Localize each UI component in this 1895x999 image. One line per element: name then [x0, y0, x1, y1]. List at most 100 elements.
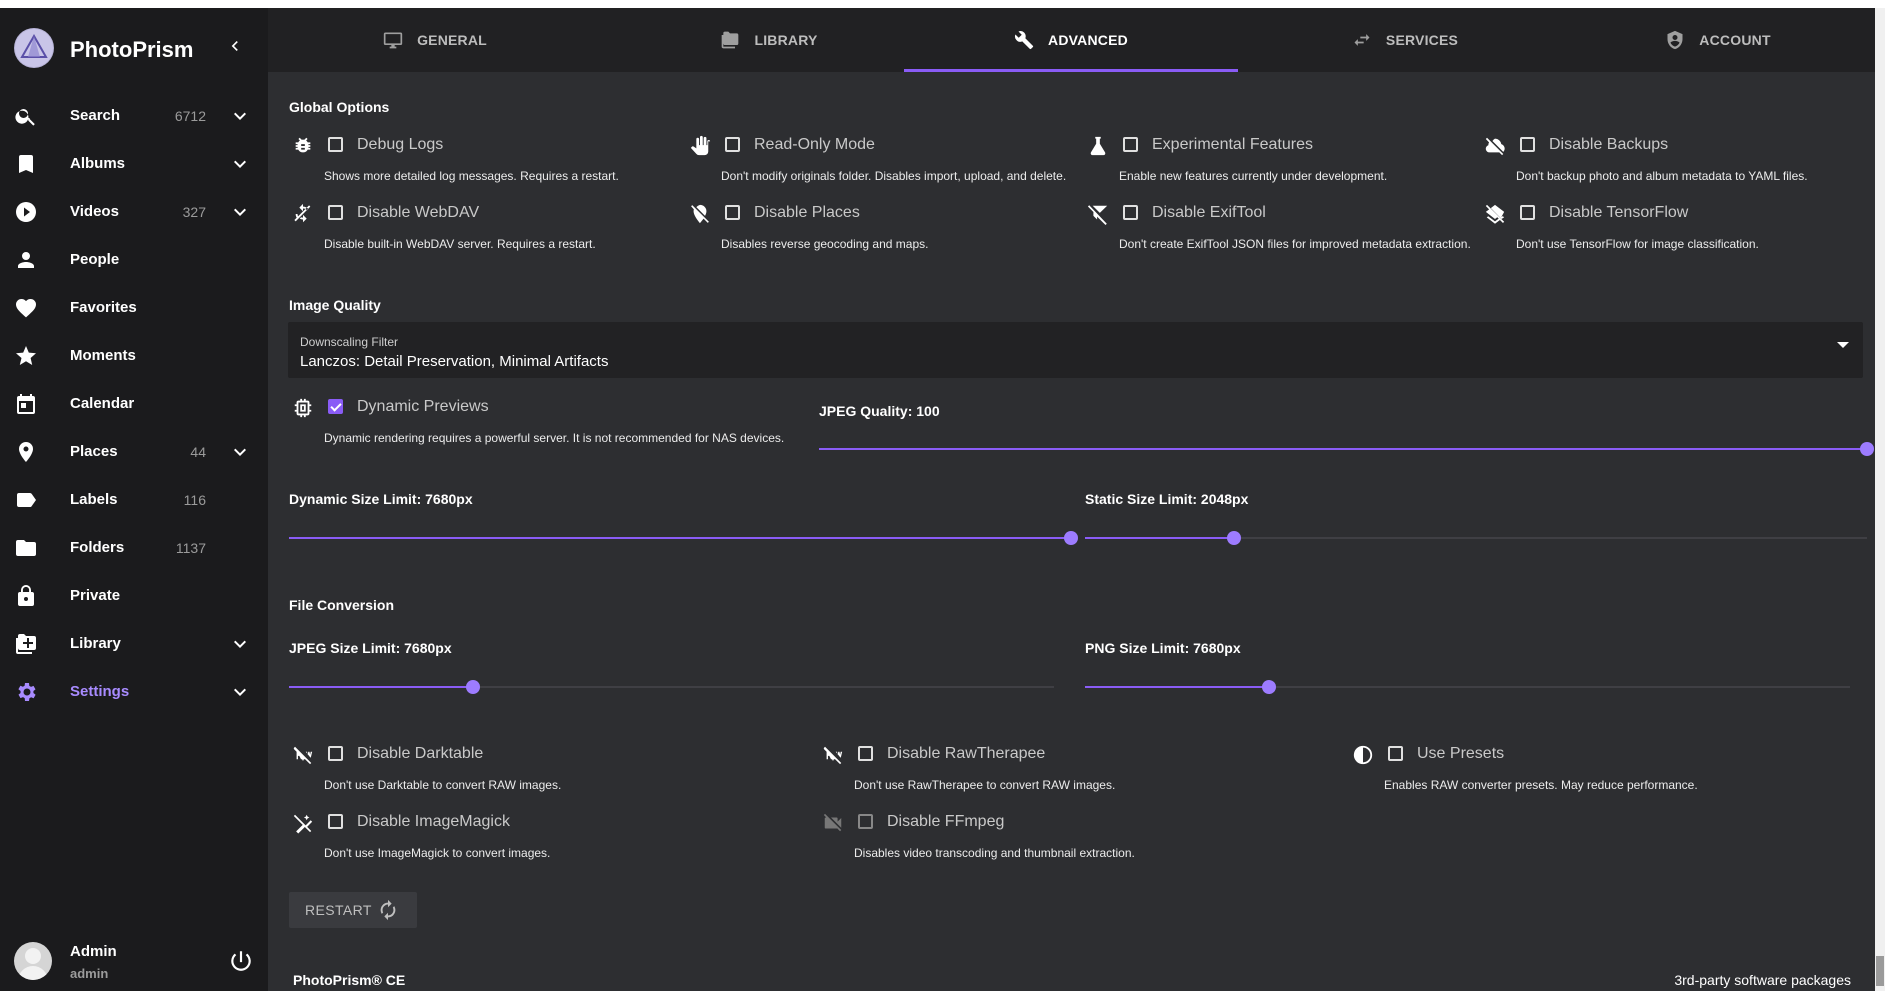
restart-button[interactable]: RESTART [289, 892, 417, 928]
slider-thumb[interactable] [1860, 442, 1874, 456]
dynamic-previews-checkbox[interactable] [328, 399, 343, 414]
option-label: Disable ImageMagick [357, 813, 510, 830]
sidebar-item-library[interactable]: Library [0, 620, 268, 668]
layers-off-icon [1484, 203, 1506, 225]
app-title: PhotoPrism [70, 37, 194, 62]
debug-logs-checkbox[interactable] [328, 137, 343, 152]
chevron-down-icon[interactable] [228, 152, 252, 176]
sidebar-nav: Search 6712 Albums Videos 327 People Fav… [0, 92, 268, 716]
sidebar-item-calendar[interactable]: Calendar [0, 380, 268, 428]
label-icon [14, 488, 38, 512]
sync-off-icon [292, 203, 314, 225]
video-off-icon [822, 812, 844, 834]
option-disable-ffmpeg: Disable FFmpeg Disables video transcodin… [822, 812, 1322, 872]
sidebar-item-settings[interactable]: Settings [0, 668, 268, 716]
option-label: Experimental Features [1152, 136, 1313, 153]
experimental-features-checkbox[interactable] [1123, 137, 1138, 152]
sidebar-item-label: Albums [70, 155, 126, 172]
disable-places-checkbox[interactable] [725, 205, 740, 220]
scrollbar[interactable] [1875, 8, 1885, 991]
disable-exiftool-checkbox[interactable] [1123, 205, 1138, 220]
disable-ffmpeg-checkbox[interactable] [858, 814, 873, 829]
sidebar-item-favorites[interactable]: Favorites [0, 284, 268, 332]
sidebar-item-label: Calendar [70, 395, 135, 412]
tab-library[interactable]: LIBRARY [602, 8, 936, 72]
disable-tensorflow-checkbox[interactable] [1520, 205, 1535, 220]
slider-thumb[interactable] [1226, 531, 1241, 545]
option-description: Don't use Darktable to convert RAW image… [324, 778, 562, 792]
option-experimental-features: Experimental Features Enable new feature… [1087, 135, 1477, 195]
option-disable-tensorflow: Disable TensorFlow Don't use TensorFlow … [1484, 203, 1874, 263]
chevron-down-icon[interactable] [228, 104, 252, 128]
option-description: Don't modify originals folder. Disables … [721, 169, 1067, 183]
sidebar-item-label: People [70, 251, 120, 268]
slider-thumb[interactable] [465, 680, 480, 694]
disable-imagemagick-checkbox[interactable] [328, 814, 343, 829]
sidebar-item-labels[interactable]: Labels 116 [0, 476, 268, 524]
sidebar-item-count: 6712 [174, 108, 206, 124]
png-size-limit-slider[interactable] [1085, 677, 1850, 697]
section-title-global-options: Global Options [289, 99, 390, 115]
sidebar-item-folders[interactable]: Folders 1137 [0, 524, 268, 572]
sidebar-item-private[interactable]: Private [0, 572, 268, 620]
sidebar-item-people[interactable]: People [0, 236, 268, 284]
chevron-down-icon[interactable] [228, 200, 252, 224]
chevron-down-icon[interactable] [228, 632, 252, 656]
section-title-file-conversion: File Conversion [289, 597, 395, 613]
use-presets-checkbox[interactable] [1388, 746, 1403, 761]
sidebar-item-places[interactable]: Places 44 [0, 428, 268, 476]
slider-thumb[interactable] [1064, 531, 1078, 545]
chevron-down-icon[interactable] [228, 680, 252, 704]
bottom-strip [0, 991, 1895, 999]
tab-services[interactable]: SERVICES [1238, 8, 1572, 72]
select-label: Downscaling Filter [300, 335, 399, 349]
option-description: Don't backup photo and album metadata to… [1516, 169, 1808, 183]
avatar[interactable] [14, 942, 52, 980]
slider-thumb[interactable] [1261, 680, 1276, 694]
jpeg-quality-slider[interactable] [819, 439, 1874, 459]
third-party-packages-link[interactable]: 3rd-party software packages [1674, 972, 1851, 988]
tab-label: SERVICES [1385, 32, 1459, 48]
static-size-limit-slider[interactable] [1085, 528, 1867, 548]
sidebar-item-label: Labels [70, 491, 118, 508]
disable-backups-checkbox[interactable] [1520, 137, 1535, 152]
read-only-mode-checkbox[interactable] [725, 137, 740, 152]
option-label: Disable Places [754, 204, 860, 221]
sidebar-item-search[interactable]: Search 6712 [0, 92, 268, 140]
sidebar-item-label: Videos [70, 203, 119, 220]
disable-darktable-checkbox[interactable] [328, 746, 343, 761]
option-description: Don't create ExifTool JSON files for imp… [1119, 237, 1471, 251]
downscaling-filter-select[interactable]: Downscaling Filter Lanczos: Detail Prese… [288, 322, 1863, 378]
sidebar-item-label: Private [70, 587, 121, 604]
refresh-icon [380, 899, 396, 921]
dynamic-size-limit-slider[interactable] [289, 528, 1078, 548]
tab-general[interactable]: GENERAL [268, 8, 602, 72]
footer-product-name: PhotoPrism® CE [293, 972, 406, 988]
sidebar-item-moments[interactable]: Moments [0, 332, 268, 380]
logout-button[interactable] [228, 948, 254, 974]
disable-webdav-checkbox[interactable] [328, 205, 343, 220]
option-description: Shows more detailed log messages. Requir… [324, 169, 619, 183]
raw-off-icon [292, 744, 314, 766]
option-disable-darktable: Disable Darktable Don't use Darktable to… [292, 744, 792, 804]
calendar-icon [14, 392, 38, 416]
option-label: Disable TensorFlow [1549, 204, 1689, 221]
tab-account[interactable]: ACCOUNT [1551, 8, 1885, 72]
dynamic-size-limit-label: Dynamic Size Limit: 7680px [289, 491, 473, 507]
scrollbar-thumb[interactable] [1876, 956, 1884, 986]
jpeg-size-limit-slider[interactable] [289, 677, 1054, 697]
collapse-sidebar-button[interactable] [222, 33, 248, 59]
sidebar-item-videos[interactable]: Videos 327 [0, 188, 268, 236]
option-label: Disable FFmpeg [887, 813, 1005, 830]
sidebar-item-albums[interactable]: Albums [0, 140, 268, 188]
disable-rawtherapee-checkbox[interactable] [858, 746, 873, 761]
star-icon [14, 344, 38, 368]
tab-advanced[interactable]: ADVANCED [904, 8, 1238, 72]
option-description: Disables reverse geocoding and maps. [721, 237, 929, 251]
tab-label: ADVANCED [1048, 32, 1128, 48]
chevron-down-icon[interactable] [228, 440, 252, 464]
sidebar-item-label: Favorites [70, 299, 137, 316]
option-description: Don't use TensorFlow for image classific… [1516, 237, 1759, 251]
user-username: admin [70, 966, 109, 981]
sidebar: PhotoPrism Search 6712 Albums Videos 327… [0, 8, 268, 991]
